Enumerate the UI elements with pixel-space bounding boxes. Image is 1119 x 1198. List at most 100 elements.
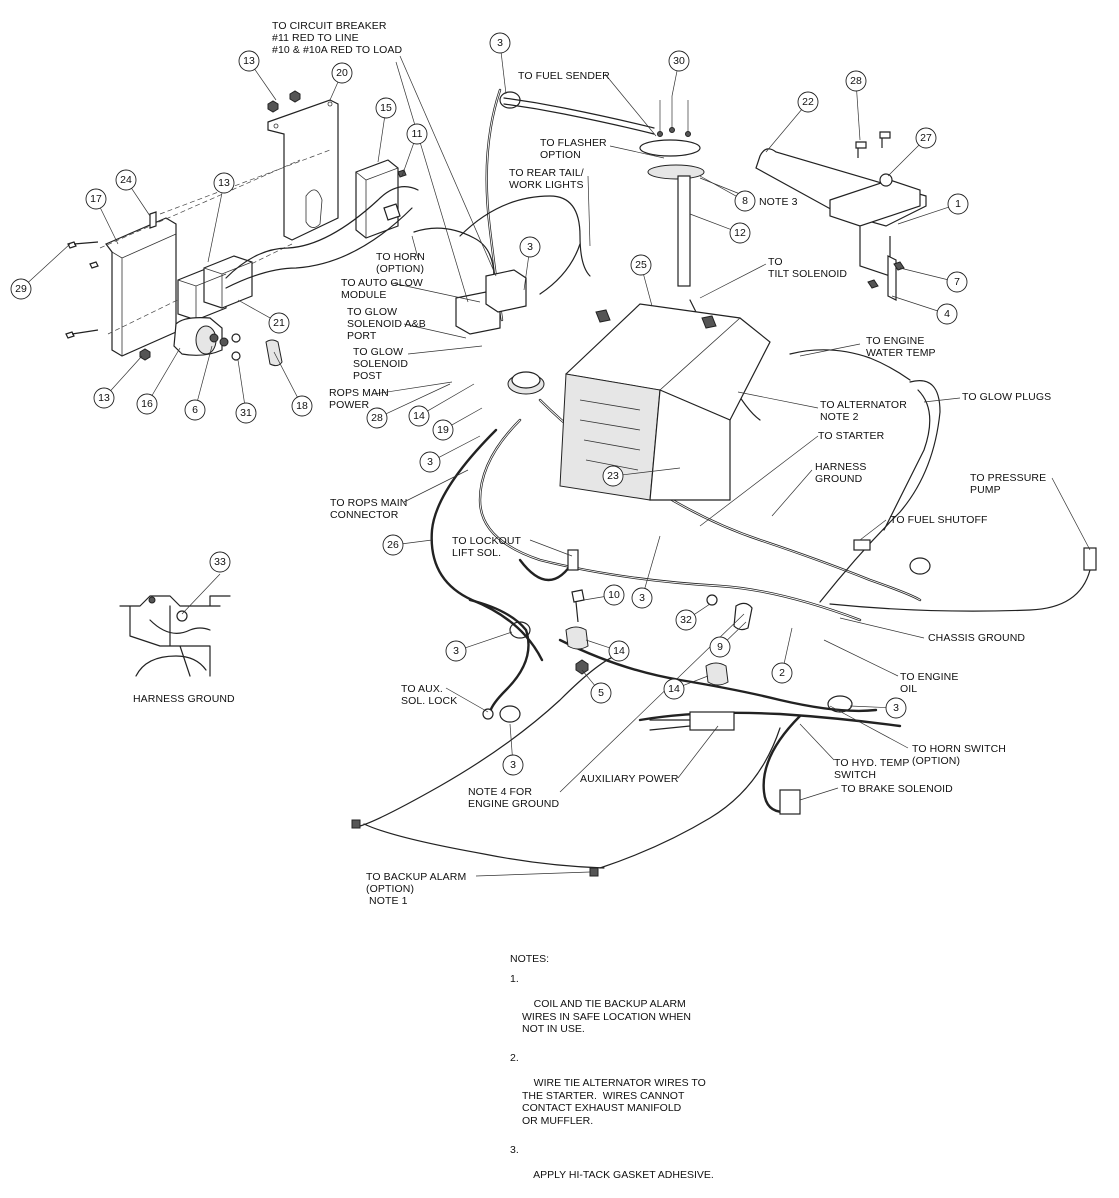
balloon-circle [331,62,353,84]
balloon-circle [432,419,454,441]
balloon-number: 14 [613,645,625,657]
balloon-number: 21 [273,317,285,329]
balloon-circle [115,169,137,191]
balloon-number: 1 [955,198,961,210]
balloon-leader [401,143,414,177]
balloon-number: 3 [453,645,459,657]
balloon-circle [668,50,690,72]
notes-block: NOTES: 1. COIL AND TIE BACKUP ALARM WIRE… [510,953,750,1198]
leader-lines [181,55,1091,877]
balloon-leader [237,299,271,319]
label-fuel-sender: TO FUEL SENDER [518,70,610,82]
balloon-number: 28 [371,412,383,424]
balloon-number: 3 [510,759,516,771]
balloon-leader [237,359,245,404]
balloon-number: 5 [598,687,604,699]
balloon-leader [427,383,475,412]
balloon-circle [184,399,206,421]
label-rops-connector: TO ROPS MAIN CONNECTOR [330,497,408,521]
balloon-leader [726,621,747,641]
balloon-leader [622,467,681,476]
note-item: 2. WIRE TIE ALTERNATOR WIRES TO THE STAR… [510,1052,750,1140]
label-starter: TO STARTER [818,430,885,442]
balloon-circle [445,640,467,662]
balloon-circle [936,303,958,325]
label-circuit-breaker: TO CIRCUIT BREAKER #11 RED TO LINE #10 &… [272,20,403,56]
note-number: 2. [510,1052,519,1064]
balloon-circle [519,236,541,258]
note-number: 3. [510,1143,519,1156]
balloon-leader [207,192,223,263]
note-text: APPLY HI-TACK GASKET ADHESIVE. [533,1168,714,1181]
balloon-circle [709,636,731,658]
balloon-circle [85,188,107,210]
balloon-number: 4 [944,308,950,320]
balloon-leader [897,206,949,225]
balloon-number: 3 [427,456,433,468]
label-aux-lock: TO AUX. SOL. LOCK [401,683,458,707]
note-item: 3. APPLY HI-TACK GASKET ADHESIVE. [510,1144,750,1194]
balloon-circle [268,312,290,334]
balloon-number: 31 [240,407,252,419]
balloon-leader [689,213,731,230]
balloon-leader [583,596,605,601]
balloon-circle [406,123,428,145]
balloon-number: 7 [954,276,960,288]
label-hyd-temp: TO HYD. TEMP SWITCH [834,757,910,781]
balloon-layer [10,32,969,776]
balloon-circle [375,97,397,119]
balloon-number: 17 [90,193,102,205]
label-note3: NOTE 3 [759,196,798,208]
label-pressure-pump: TO PRESSURE PUMP [970,472,1047,496]
balloon-number: 25 [635,259,647,271]
balloon-number: 13 [98,392,110,404]
balloon-leader [643,274,653,307]
balloon-number: 24 [120,174,132,186]
balloon-leader [438,435,481,458]
wiring-diagram: TO CIRCUIT BREAKER #11 RED TO LINE #10 &… [10,20,1097,1181]
harness-ground-inset [119,595,231,677]
balloon-number: 13 [243,55,255,67]
balloon-leader [402,539,433,545]
balloon-number: 23 [607,470,619,482]
balloon-leader [887,144,920,177]
balloon-leader [581,669,595,686]
balloon-leader [899,267,948,280]
balloon-leader [254,69,277,101]
label-rear-tail: TO REAR TAIL/ WORK LIGHTS [509,167,584,191]
balloon-leader [329,81,339,101]
label-harness-ground-inset: HARNESS GROUND [133,693,235,705]
balloon-number: 19 [437,424,449,436]
battery [455,269,771,501]
balloon-leader [671,70,678,97]
balloon-leader [683,675,709,686]
fuel-sender [639,96,705,287]
label-aux-power: AUXILIARY POWER [580,773,679,785]
balloon-number: 2 [779,667,785,679]
balloon-circle [502,754,524,776]
balloon-leader [644,535,661,589]
label-backup-alarm: TO BACKUP ALARM (OPTION) NOTE 1 [366,871,467,907]
balloon-circle [608,640,630,662]
balloon-circle [845,70,867,92]
balloon-circle [213,172,235,194]
balloon-number: 28 [850,75,862,87]
label-glow-port: TO GLOW SOLENOID A&B PORT [347,306,426,342]
balloon-circle [93,387,115,409]
balloon-number: 12 [734,227,746,239]
balloon-circle [771,662,793,684]
balloon-circle [734,190,756,212]
label-brake-solenoid: TO BRAKE SOLENOID [841,783,953,795]
balloon-leader [694,603,711,615]
balloon-number: 3 [893,702,899,714]
balloon-circle [797,91,819,113]
balloon-leader [783,627,793,664]
balloon-number: 22 [802,96,814,108]
seat-bracket [755,131,927,301]
balloon-number: 16 [141,398,153,410]
balloon-number: 11 [411,128,423,140]
balloon-leader [28,243,71,283]
balloon-leader [891,295,938,312]
balloon-number: 14 [413,410,425,422]
balloon-number: 29 [15,283,27,295]
